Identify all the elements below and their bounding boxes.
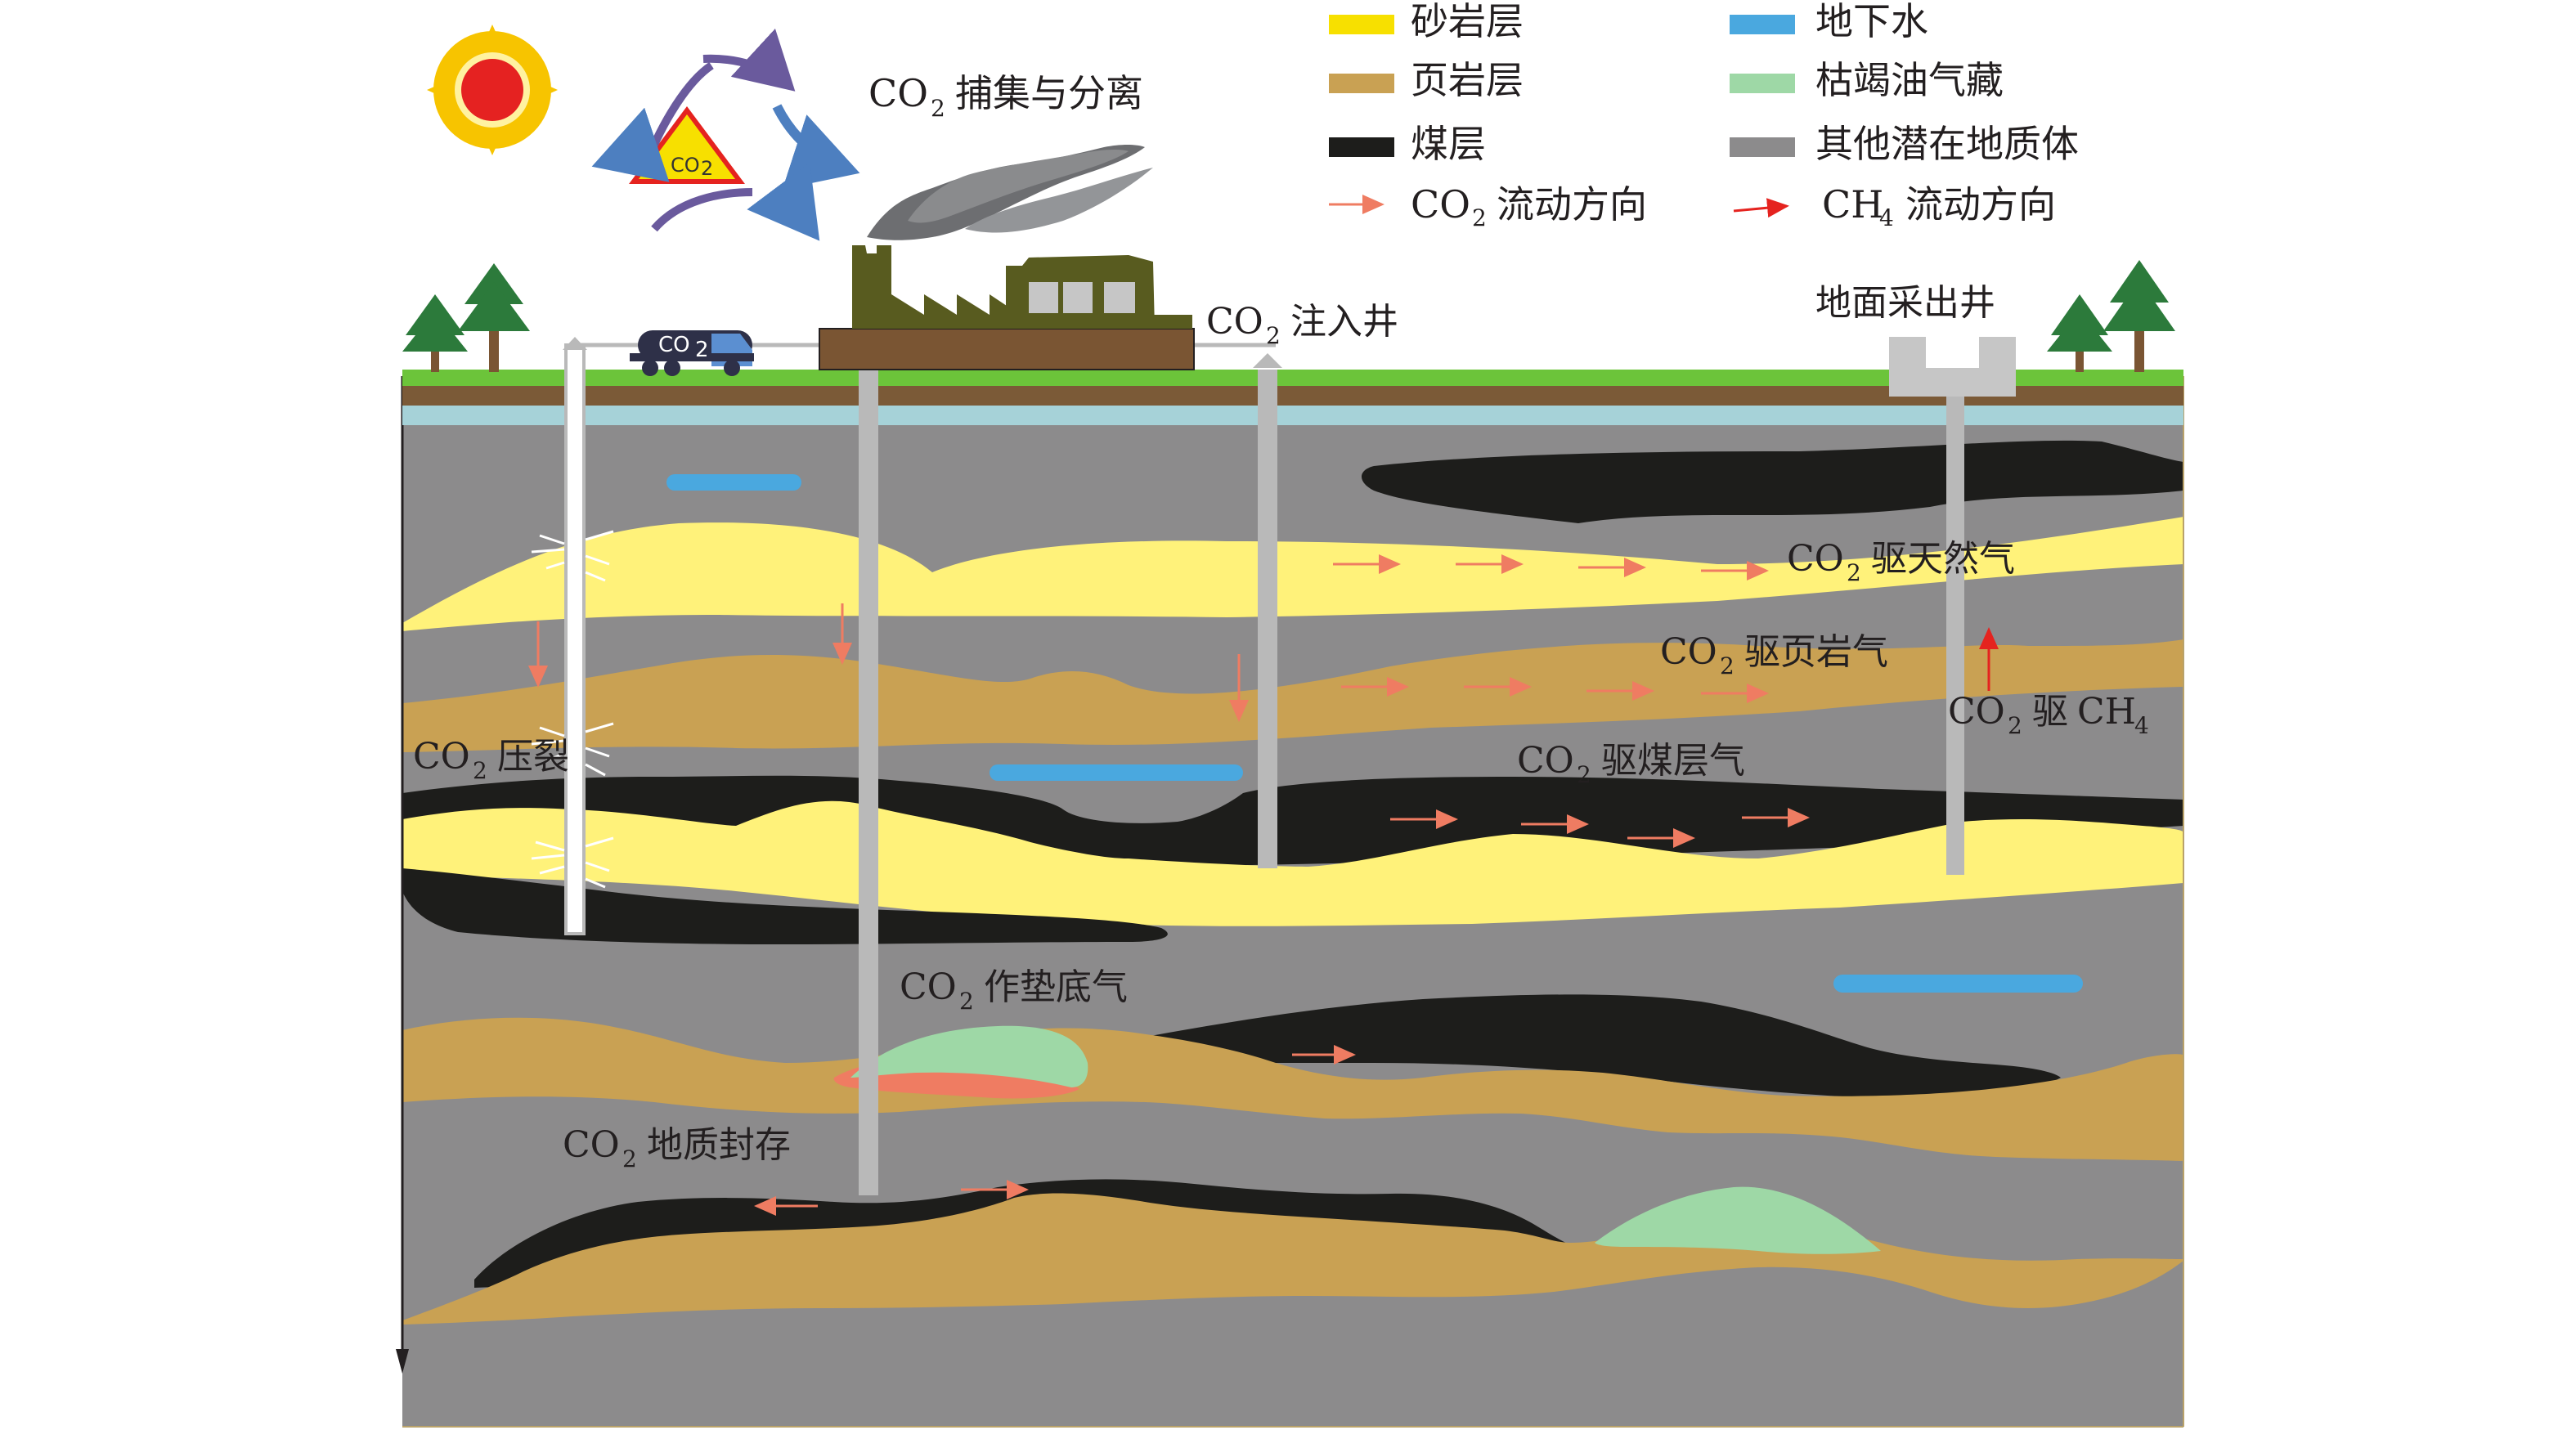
legend-swatch-other bbox=[1730, 137, 1795, 157]
truck-icon: CO 2 bbox=[630, 330, 754, 376]
label-storage-co2: CO bbox=[563, 1124, 620, 1166]
legend-swatch-coal bbox=[1329, 137, 1394, 157]
svg-text:2: 2 bbox=[1472, 204, 1487, 231]
sun-icon bbox=[427, 25, 558, 155]
svg-text:2: 2 bbox=[931, 95, 945, 122]
label-cushion-co2: CO bbox=[900, 966, 957, 1008]
label-egr: 驱天然气 bbox=[1871, 538, 2015, 580]
storage-well bbox=[859, 370, 878, 1195]
legend-swatch-shale bbox=[1329, 74, 1394, 93]
label-injection-well: 注入井 bbox=[1290, 301, 1398, 343]
factory-icon bbox=[819, 245, 1194, 370]
truck-co2: CO bbox=[658, 333, 690, 357]
label-frac-co2: CO bbox=[413, 736, 470, 778]
legend-shale: 页岩层 bbox=[1411, 58, 1524, 102]
label-production-well: 地面采出井 bbox=[1815, 282, 1995, 324]
tree-icon bbox=[2103, 260, 2175, 372]
injection-wellhead bbox=[1253, 353, 1282, 368]
co2-injection-well bbox=[1258, 370, 1277, 868]
legend-swatch-depleted bbox=[1730, 74, 1795, 93]
svg-text:2: 2 bbox=[701, 157, 713, 180]
label-capture-co2: CO bbox=[868, 71, 928, 115]
production-well bbox=[1946, 392, 1964, 875]
svg-text:2: 2 bbox=[959, 988, 974, 1015]
legend-swatch-groundwater bbox=[1730, 15, 1795, 34]
label-ch4-co2: CO bbox=[1948, 691, 2005, 733]
wellhead-icon bbox=[1889, 337, 2016, 397]
cycle-co2: CO bbox=[671, 154, 700, 177]
groundwater-lens-2 bbox=[990, 764, 1243, 781]
svg-text:4: 4 bbox=[1879, 204, 1894, 231]
svg-text:2: 2 bbox=[1720, 652, 1735, 679]
svg-text:2: 2 bbox=[1577, 761, 1591, 788]
label-injection-co2: CO bbox=[1206, 301, 1263, 343]
label-storage: 地质封存 bbox=[647, 1124, 791, 1166]
factory-smoke bbox=[867, 145, 1153, 240]
legend-sandstone: 砂岩层 bbox=[1411, 0, 1524, 43]
frac-well bbox=[566, 345, 584, 934]
label-cushion: 作垫底气 bbox=[984, 966, 1128, 1008]
tree-icon bbox=[2047, 294, 2112, 372]
svg-text:2: 2 bbox=[1266, 322, 1281, 349]
legend-co2-text: CO bbox=[1411, 182, 1470, 226]
tree-icon bbox=[402, 294, 468, 372]
label-ch4-formula: CH bbox=[2077, 691, 2136, 733]
co2-cycle-icon: CO 2 bbox=[601, 59, 850, 233]
legend: 砂岩层 页岩层 煤层 CO 2 流动方向 地下水 枯竭油气藏 其他潜在地质体 C… bbox=[1329, 0, 2079, 231]
legend-groundwater: 地下水 bbox=[1815, 0, 1928, 43]
label-egr-co2: CO bbox=[1787, 538, 1844, 580]
legend-other: 其他潜在地质体 bbox=[1815, 122, 2079, 166]
svg-text:2: 2 bbox=[473, 757, 487, 784]
svg-text:2: 2 bbox=[622, 1145, 637, 1172]
legend-ch4-arrow bbox=[1734, 206, 1787, 211]
svg-text:4: 4 bbox=[2134, 712, 2149, 739]
legend-swatch-sandstone bbox=[1329, 15, 1394, 34]
label-capture: 捕集与分离 bbox=[955, 71, 1143, 115]
groundwater-lens-3 bbox=[1833, 975, 2083, 993]
svg-text:2: 2 bbox=[2008, 712, 2022, 739]
label-ecbm: 驱煤层气 bbox=[1601, 740, 1745, 782]
label-shale-co2: CO bbox=[1660, 631, 1717, 673]
legend-coal: 煤层 bbox=[1411, 122, 1486, 166]
svg-text:2: 2 bbox=[695, 338, 709, 362]
legend-ch4-flow: 流动方向 bbox=[1905, 182, 2056, 226]
label-ch4: 驱 bbox=[2032, 691, 2068, 733]
label-frac: 压裂 bbox=[497, 736, 569, 778]
label-ecbm-co2: CO bbox=[1517, 740, 1574, 782]
legend-depleted: 枯竭油气藏 bbox=[1815, 58, 2004, 102]
svg-text:2: 2 bbox=[1847, 559, 1861, 586]
underground-section bbox=[396, 376, 2183, 1428]
aquifer-band bbox=[402, 406, 2183, 425]
legend-ch4-text: CH bbox=[1822, 182, 1883, 226]
tree-icon bbox=[458, 263, 530, 372]
label-shale-gas: 驱页岩气 bbox=[1744, 631, 1888, 673]
groundwater-lens-1 bbox=[666, 474, 801, 491]
legend-co2-flow: 流动方向 bbox=[1497, 182, 1647, 226]
